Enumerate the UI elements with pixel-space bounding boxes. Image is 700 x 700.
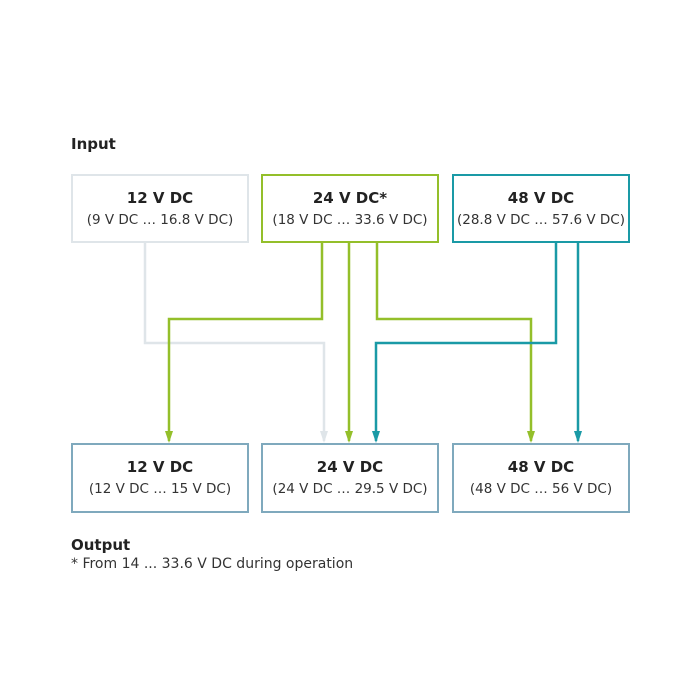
output-heading: Output <box>71 536 131 554</box>
input-box-48v-range: (28.8 V DC … 57.6 V DC) <box>456 211 625 228</box>
output-box-48v-range: (48 V DC … 56 V DC) <box>469 481 613 497</box>
input-box-24v: 24 V DC* (18 V DC … 33.6 V DC) <box>261 174 439 243</box>
output-box-48v: 48 V DC (48 V DC … 56 V DC) <box>452 443 630 513</box>
input-box-12v: 12 V DC (9 V DC … 16.8 V DC) <box>71 174 249 243</box>
output-box-24v: 24 V DC (24 V DC … 29.5 V DC) <box>261 443 439 513</box>
output-box-12v-title: 12 V DC <box>126 458 194 476</box>
wire-12in-24out <box>143 243 326 441</box>
wire-24in-48out <box>375 243 533 441</box>
wire-48in-24out <box>374 243 558 441</box>
output-box-24v-range: (24 V DC … 29.5 V DC) <box>272 481 428 497</box>
input-box-12v-title: 12 V DC <box>126 188 194 207</box>
input-box-24v-title: 24 V DC* <box>312 188 388 207</box>
input-box-12v-range: (9 V DC … 16.8 V DC) <box>86 211 234 228</box>
input-heading: Input <box>71 135 116 153</box>
output-box-12v: 12 V DC (12 V DC … 15 V DC) <box>71 443 249 513</box>
input-box-48v-title: 48 V DC <box>507 188 575 207</box>
output-box-12v-range: (12 V DC … 15 V DC) <box>88 481 232 497</box>
input-box-24v-range: (18 V DC … 33.6 V DC) <box>272 211 428 228</box>
output-box-48v-title: 48 V DC <box>507 458 575 476</box>
footnote: * From 14 ... 33.6 V DC during operation <box>71 556 354 572</box>
input-box-48v: 48 V DC (28.8 V DC … 57.6 V DC) <box>452 174 630 243</box>
wire-24in-12out <box>167 243 324 441</box>
output-box-24v-title: 24 V DC <box>316 458 384 476</box>
